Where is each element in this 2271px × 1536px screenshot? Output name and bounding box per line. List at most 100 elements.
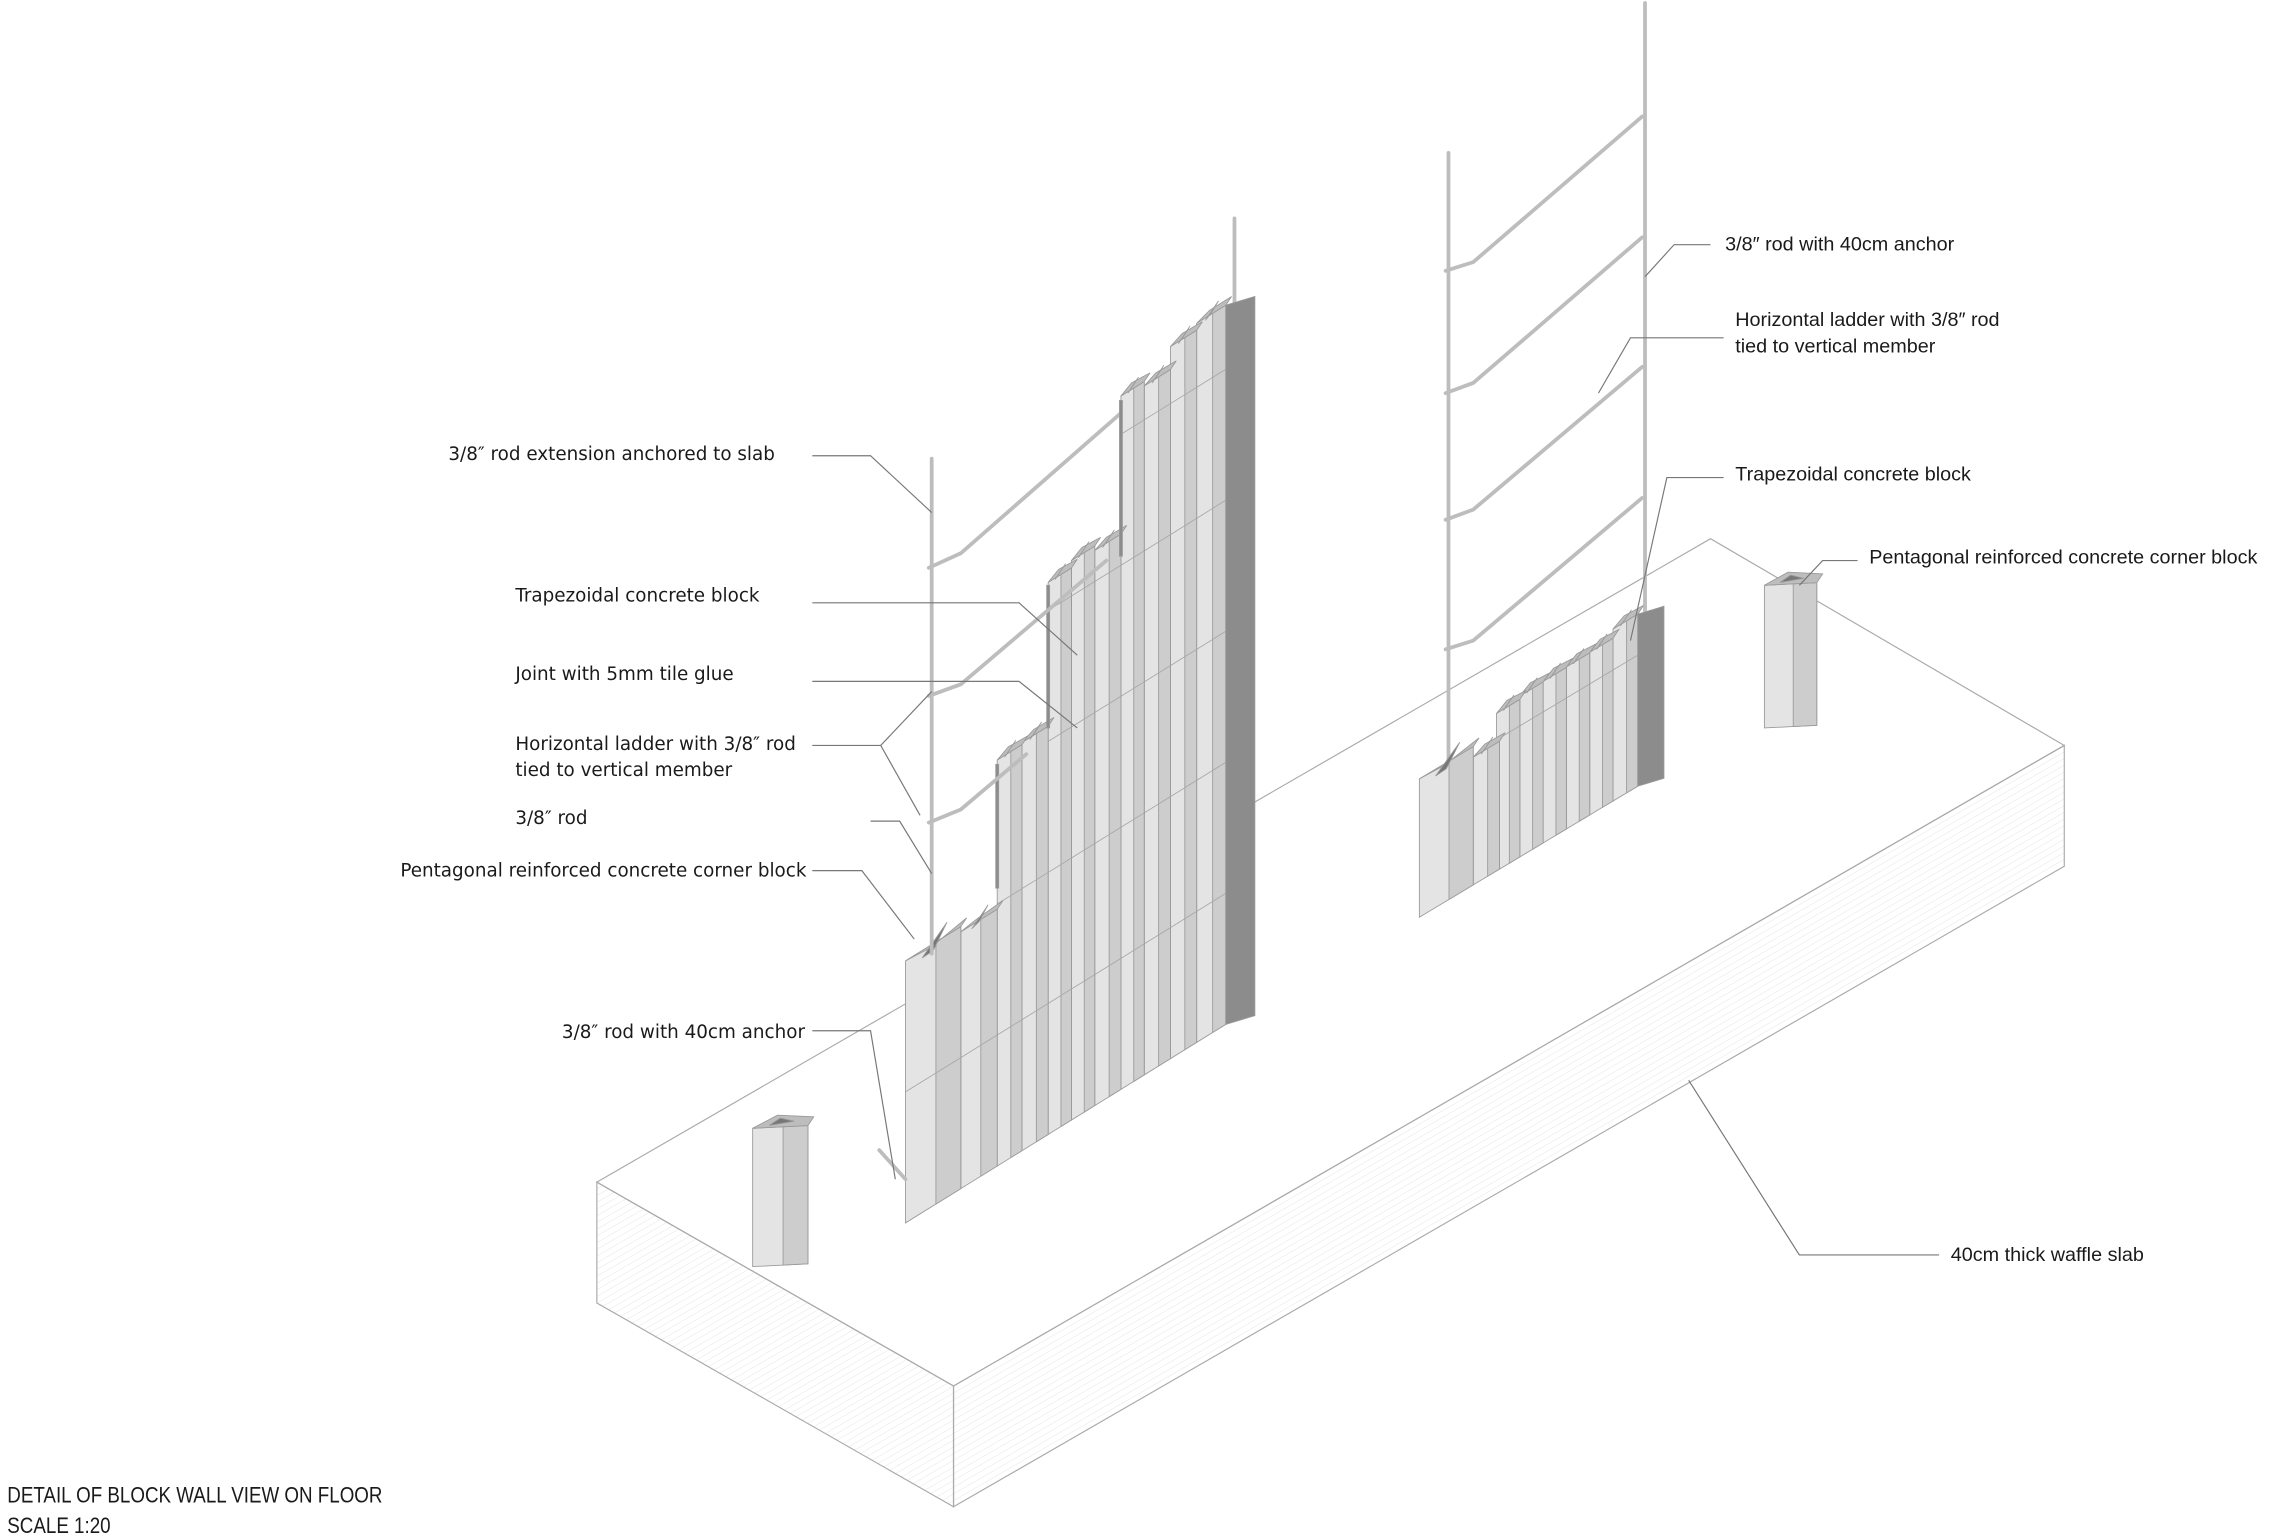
left-ladder-rod — [926, 558, 1109, 698]
trapezoidal-block-core — [1177, 325, 1191, 344]
tile-glue-joint — [1196, 368, 1226, 388]
label-right-rod-anchor: 3/8″ rod with 40cm anchor — [1725, 233, 1955, 255]
trapezoidal-block-core — [971, 904, 989, 930]
tile-glue-joint — [1566, 683, 1590, 699]
tile-glue-joint — [1094, 826, 1122, 844]
trapezoidal-block-side — [1602, 637, 1614, 809]
tile-glue-joint — [1120, 812, 1145, 828]
trapezoidal-block-core — [1503, 694, 1515, 711]
tile-glue-joint — [1120, 681, 1145, 697]
trapezoidal-block-side — [1212, 304, 1227, 1034]
leader-line — [1597, 337, 1724, 394]
leader-line — [870, 820, 933, 874]
leader-line — [1798, 559, 1858, 586]
trapezoidal-block-top — [1472, 732, 1506, 758]
trapezoidal-block-side — [1578, 652, 1591, 823]
tile-glue-joint — [1021, 872, 1049, 890]
leader-line — [812, 870, 915, 940]
tile-glue-joint — [1519, 711, 1544, 727]
trapezoidal-block-core — [1573, 648, 1585, 665]
leader-line — [880, 745, 921, 816]
right-ladder-rod — [1443, 235, 1645, 396]
tile-glue-joint — [1170, 517, 1197, 535]
leader-line — [1644, 244, 1711, 278]
tile-glue-joint — [1170, 648, 1197, 666]
label-rod-extension: 3/8″ rod extension anchored to slab — [448, 444, 775, 465]
trapezoidal-block-top — [1612, 605, 1644, 630]
trapezoidal-block-side — [1010, 743, 1023, 1159]
tile-glue-joint — [1071, 712, 1095, 728]
tile-glue-joint — [1196, 630, 1226, 650]
label-slab: 40cm thick waffle slab — [1951, 1244, 2144, 1266]
trapezoidal-block-top — [1094, 525, 1128, 551]
tile-glue-joint — [1120, 943, 1145, 959]
tile-glue-joint — [1196, 892, 1226, 912]
trapezoidal-block-core — [1151, 365, 1165, 384]
block-dark-edge — [1046, 584, 1051, 729]
trapezoidal-block-side — [980, 908, 998, 1178]
tile-glue-joint — [1542, 697, 1567, 713]
trapezoidal-block-dark-face — [1637, 605, 1665, 787]
block-dark-edge — [1119, 399, 1123, 557]
tile-glue-joint — [1589, 669, 1614, 685]
trapezoidal-block-top — [1542, 657, 1574, 682]
trapezoidal-block-side — [1487, 740, 1500, 878]
label-joint: Joint with 5mm tile glue — [514, 664, 733, 685]
trapezoidal-block-side — [1532, 681, 1544, 851]
tile-glue-joint — [1120, 550, 1145, 566]
tile-glue-joint — [960, 1034, 998, 1058]
tile-glue-joint — [1047, 988, 1072, 1004]
pentagonal-corner-block-core — [1435, 741, 1461, 777]
trapezoidal-block-top — [1047, 558, 1078, 583]
tile-glue-joint — [1071, 974, 1095, 990]
trapezoidal-block-core — [1004, 740, 1017, 758]
trapezoidal-block-side — [1083, 545, 1096, 1113]
block-dark-edge — [995, 763, 1000, 889]
tile-glue-joint — [1071, 843, 1095, 859]
right-block-wall — [1418, 605, 1665, 918]
trapezoidal-block-side — [1508, 698, 1521, 865]
right-ladder-rod — [1443, 365, 1645, 522]
drawing-scale: SCALE 1:20 — [7, 1515, 110, 1536]
tile-glue-joint — [1094, 957, 1122, 975]
tile-glue-joint — [1144, 665, 1171, 683]
label-corner-block: Pentagonal reinforced concrete corner bl… — [400, 860, 807, 881]
trapezoidal-block-core — [1029, 721, 1042, 740]
tile-glue-joint — [1144, 927, 1171, 945]
leader-line — [812, 1030, 896, 1180]
left-block-wall — [905, 295, 1256, 1224]
leader-line — [1629, 476, 1724, 641]
slab-right-face — [952, 744, 2065, 1508]
leader-line — [1688, 1079, 1940, 1256]
tile-glue-joint — [1094, 564, 1122, 582]
trapezoidal-block-core — [1526, 677, 1538, 694]
trapezoidal-block-top — [1170, 321, 1203, 347]
tile-glue-joint — [1094, 695, 1122, 713]
trapezoidal-block-top — [1566, 642, 1597, 668]
right-ladder-rod — [1443, 114, 1645, 273]
trapezoidal-block-side — [1133, 380, 1145, 1083]
label-rod: 3/8″ rod — [515, 808, 587, 829]
trapezoidal-block-core — [1620, 609, 1632, 627]
pentagonal-corner-block-top — [1419, 737, 1480, 780]
trapezoidal-block-core — [1480, 736, 1494, 755]
tile-glue-joint — [1170, 911, 1197, 929]
trapezoidal-block-top — [1589, 628, 1621, 653]
trapezoidal-block-top — [1021, 717, 1055, 743]
trapezoidal-block-side — [1184, 329, 1198, 1051]
trapezoidal-block-top — [1071, 536, 1101, 561]
trapezoidal-block-top — [996, 735, 1029, 761]
trapezoidal-block-core — [1127, 376, 1139, 394]
leader-line — [812, 602, 1078, 656]
label-rod-anchor: 3/8″ rod with 40cm anchor — [562, 1022, 806, 1043]
tile-glue-joint — [1047, 857, 1072, 873]
tile-glue-joint — [1612, 654, 1638, 671]
trapezoidal-block-top — [1143, 360, 1177, 387]
loose-pentagonal-block-right-core — [1779, 574, 1804, 583]
leader-line — [812, 680, 1078, 729]
tile-glue-joint — [1021, 1003, 1049, 1021]
pentagonal-corner-block-top — [905, 917, 967, 962]
tile-glue-joint — [1144, 796, 1171, 814]
trapezoidal-block-core — [1102, 529, 1115, 548]
